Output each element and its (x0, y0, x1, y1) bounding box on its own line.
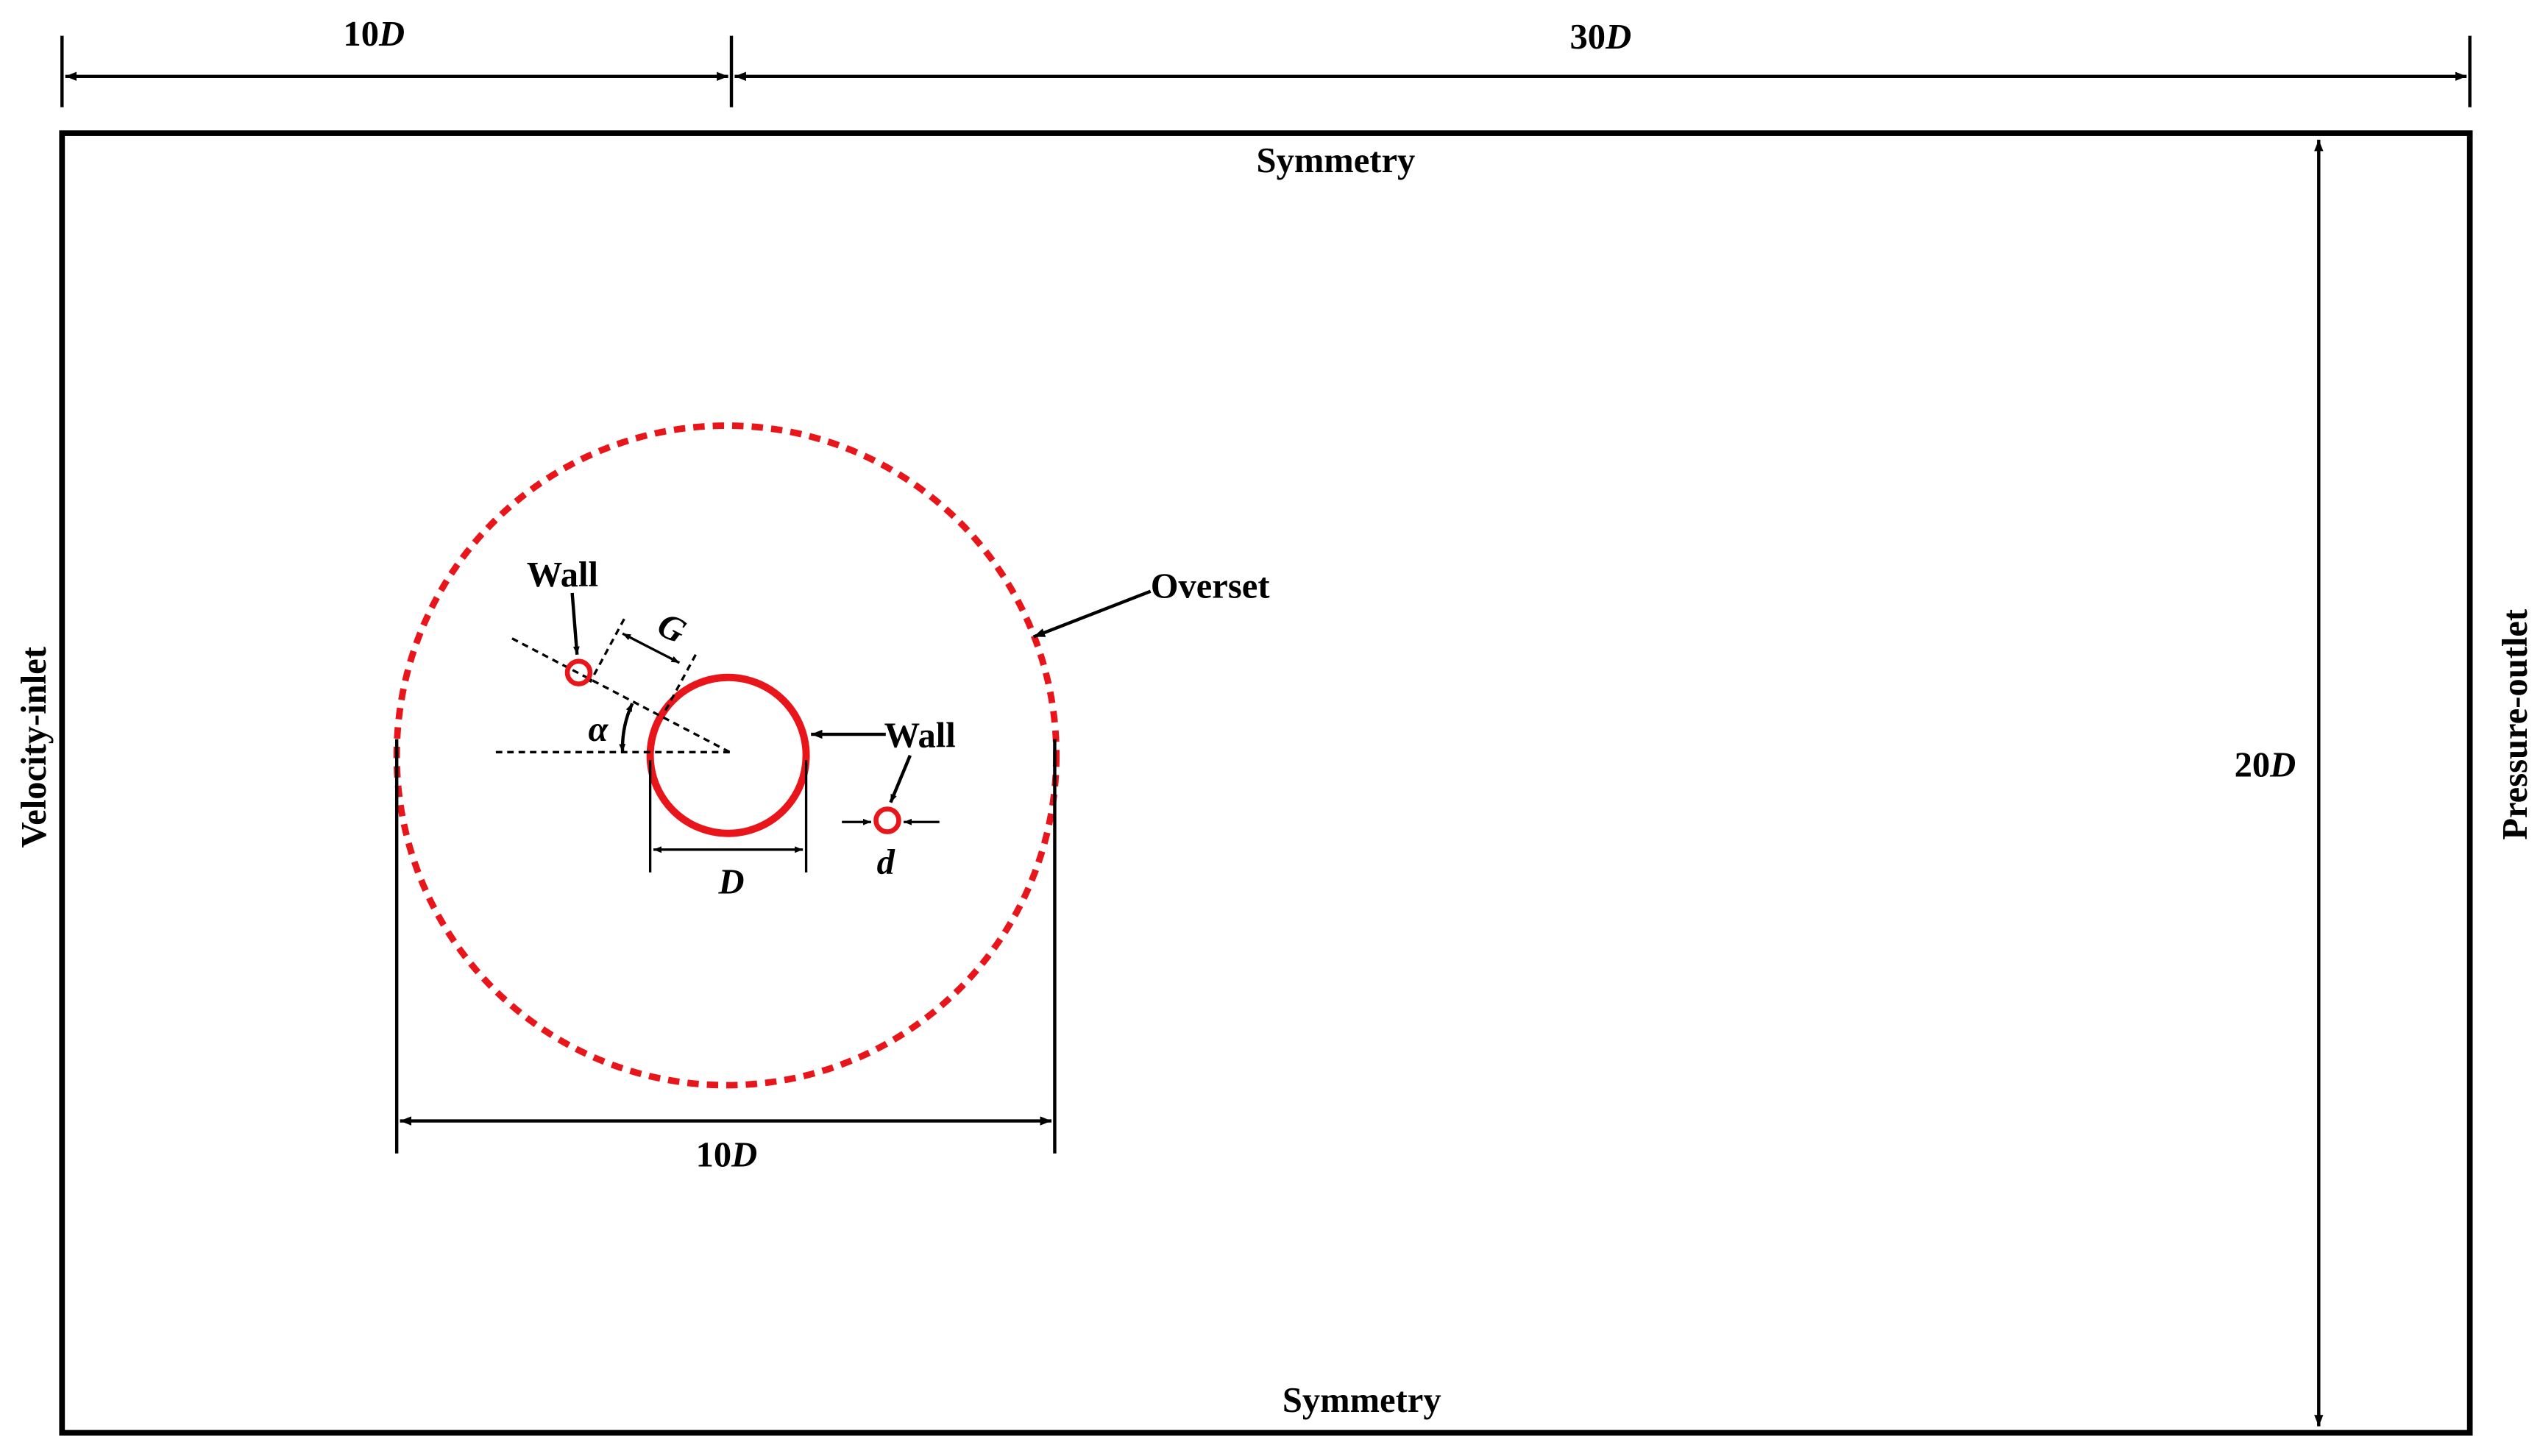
wall-label-main: Wall (884, 716, 956, 756)
angle-arc (619, 703, 634, 753)
boundary-label-left: Velocity-inlet (14, 647, 54, 848)
dim-label-30d-top: 30D (1570, 17, 1632, 57)
angle-reference-line-inclined (511, 637, 731, 753)
main-cylinder (646, 673, 810, 837)
dim-arrow-gap-G (622, 632, 681, 664)
small-cylinder-lower (873, 806, 901, 834)
dim-label-10d-top: 10D (343, 14, 405, 54)
wall-leader-arrow-lower (889, 754, 912, 803)
overset-boundary-circle (393, 422, 1060, 1089)
dim-label-D: D (717, 862, 744, 901)
boundary-label-top: Symmetry (1257, 141, 1416, 180)
angle-label: α (589, 709, 609, 749)
dim-label-10d-overset: 10D (696, 1134, 758, 1174)
overset-leader-arrow (1032, 589, 1152, 639)
top-dimension-lines (60, 35, 2472, 107)
dim-label-20d: 20D (2235, 745, 2296, 784)
dim-label-G: G (651, 604, 692, 651)
boundary-label-right: Pressure-outlet (2495, 609, 2535, 840)
small-cylinder-upper (564, 658, 593, 686)
domain-boundary (59, 130, 2473, 1436)
wall-label-upper: Wall (527, 555, 598, 594)
wall-leader-arrow-upper (570, 592, 580, 656)
boundary-label-bottom: Symmetry (1283, 1380, 1441, 1420)
overset-label: Overset (1151, 567, 1270, 606)
dim-label-d: d (877, 842, 895, 882)
